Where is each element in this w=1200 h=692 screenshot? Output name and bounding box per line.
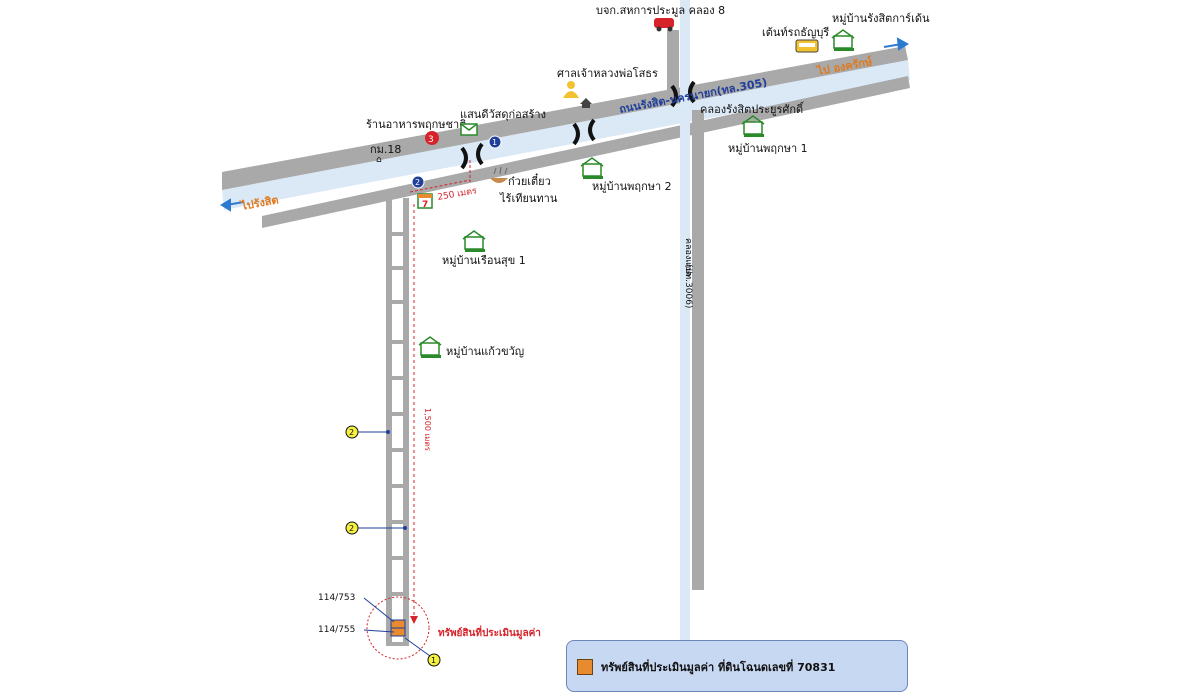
village-garden-label: หมู่บ้านรังสิตการ์เด้น [832,12,930,25]
marker-1-road: 1 [488,135,502,149]
shrine-label: ศาลเจ้าหลวงพ่อโสธร [557,66,658,80]
vertical-canal [680,0,690,675]
svg-text:1: 1 [431,656,436,665]
frontage-road [262,76,910,228]
svg-text:2: 2 [415,178,420,187]
svg-text:7: 7 [422,200,428,210]
main-road [222,46,908,190]
svg-text:1,500 เมตร: 1,500 เมตร [423,408,432,452]
car-icon [654,18,674,32]
village-pruksa1-icon [741,115,765,137]
soi-marker-2a: 2 [345,425,390,439]
factory-label: บจก.สหการประมูล คลอง 8 [596,4,725,17]
restaurant-icon: 3 [425,131,439,145]
village-kaew-label: หมู่บ้านแก้วขวัญ [446,345,524,358]
seven-eleven-icon: 7 [417,193,433,210]
village-pruksa2-icon [580,157,604,179]
marker-2-road: 2 [411,175,425,189]
village-kaew-icon [418,336,442,358]
legend-text: ทรัพย์สินที่ประเมินมูลค่า ที่ดินโฉนดเลขท… [601,661,836,674]
soi-marker-2b: 2 [345,521,407,535]
canal-band [222,60,910,210]
subject-circle [366,596,430,660]
envelope-icon [460,123,478,136]
side-road-code: (ปท.3006) [683,264,693,308]
km-label: กม.18 [370,143,401,156]
svg-text:2: 2 [349,524,354,533]
distance-1500: 1,500 เมตร [410,204,432,624]
noodle-icon [490,166,508,183]
village-ruensuk-label: หมู่บ้านเรือนสุข 1 [442,254,526,267]
svg-text:1: 1 [492,138,497,147]
restaurant-label: ร้านอาหารพฤกษชาติ [366,118,466,131]
subject-plots [390,619,406,637]
svg-text:2: 2 [349,428,354,437]
buddha-icon [563,81,579,98]
legend-box: ทรัพย์สินที่ประเมินมูลค่า ที่ดินโฉนดเลขท… [566,640,908,692]
south-road [692,110,704,590]
village-ruensuk-icon [462,230,486,252]
plot-a-label: 114/753 [318,593,355,603]
canal-road-label: คลองรังสิตประยูรศักดิ์ [700,101,805,116]
legend-swatch [577,659,593,675]
km-marker-icon: ⌂ [376,155,382,165]
plot-b-leader [363,629,395,633]
tent-label: เต้นท์รถธัญบุรี [762,26,829,39]
side-road-label: คลองแปด [683,238,693,277]
bus-icon [795,39,819,53]
bridge-icons [460,80,696,170]
village-garden-icon [831,29,855,51]
plot-a-leader [363,597,395,623]
village-pruksa1-label: หมู่บ้านพฤกษา 1 [728,142,808,155]
subject-label: ทรัพย์สินที่ประเมินมูลค่า [438,625,541,640]
soi-road [386,198,409,646]
restaurant-icon-number: 3 [428,135,434,145]
noodle-label-2: ไร้เทียนทาน [499,192,558,205]
temple-icon [580,98,592,108]
village-pruksa2-label: หมู่บ้านพฤกษา 2 [592,180,672,193]
location-map: ถนนรังสิต-นครนายก(ทล.305) ไปรังสิต ไป อง… [220,0,930,675]
north-road [667,30,679,90]
noodle-label-1: ก๋วยเตี๋ยว [508,172,551,188]
construction-label: แสนดีวัสดุก่อสร้าง [460,108,546,121]
direction-arrows [220,37,909,212]
plot-b-label: 114/755 [318,625,355,635]
subject-marker-1: 1 [404,637,441,667]
